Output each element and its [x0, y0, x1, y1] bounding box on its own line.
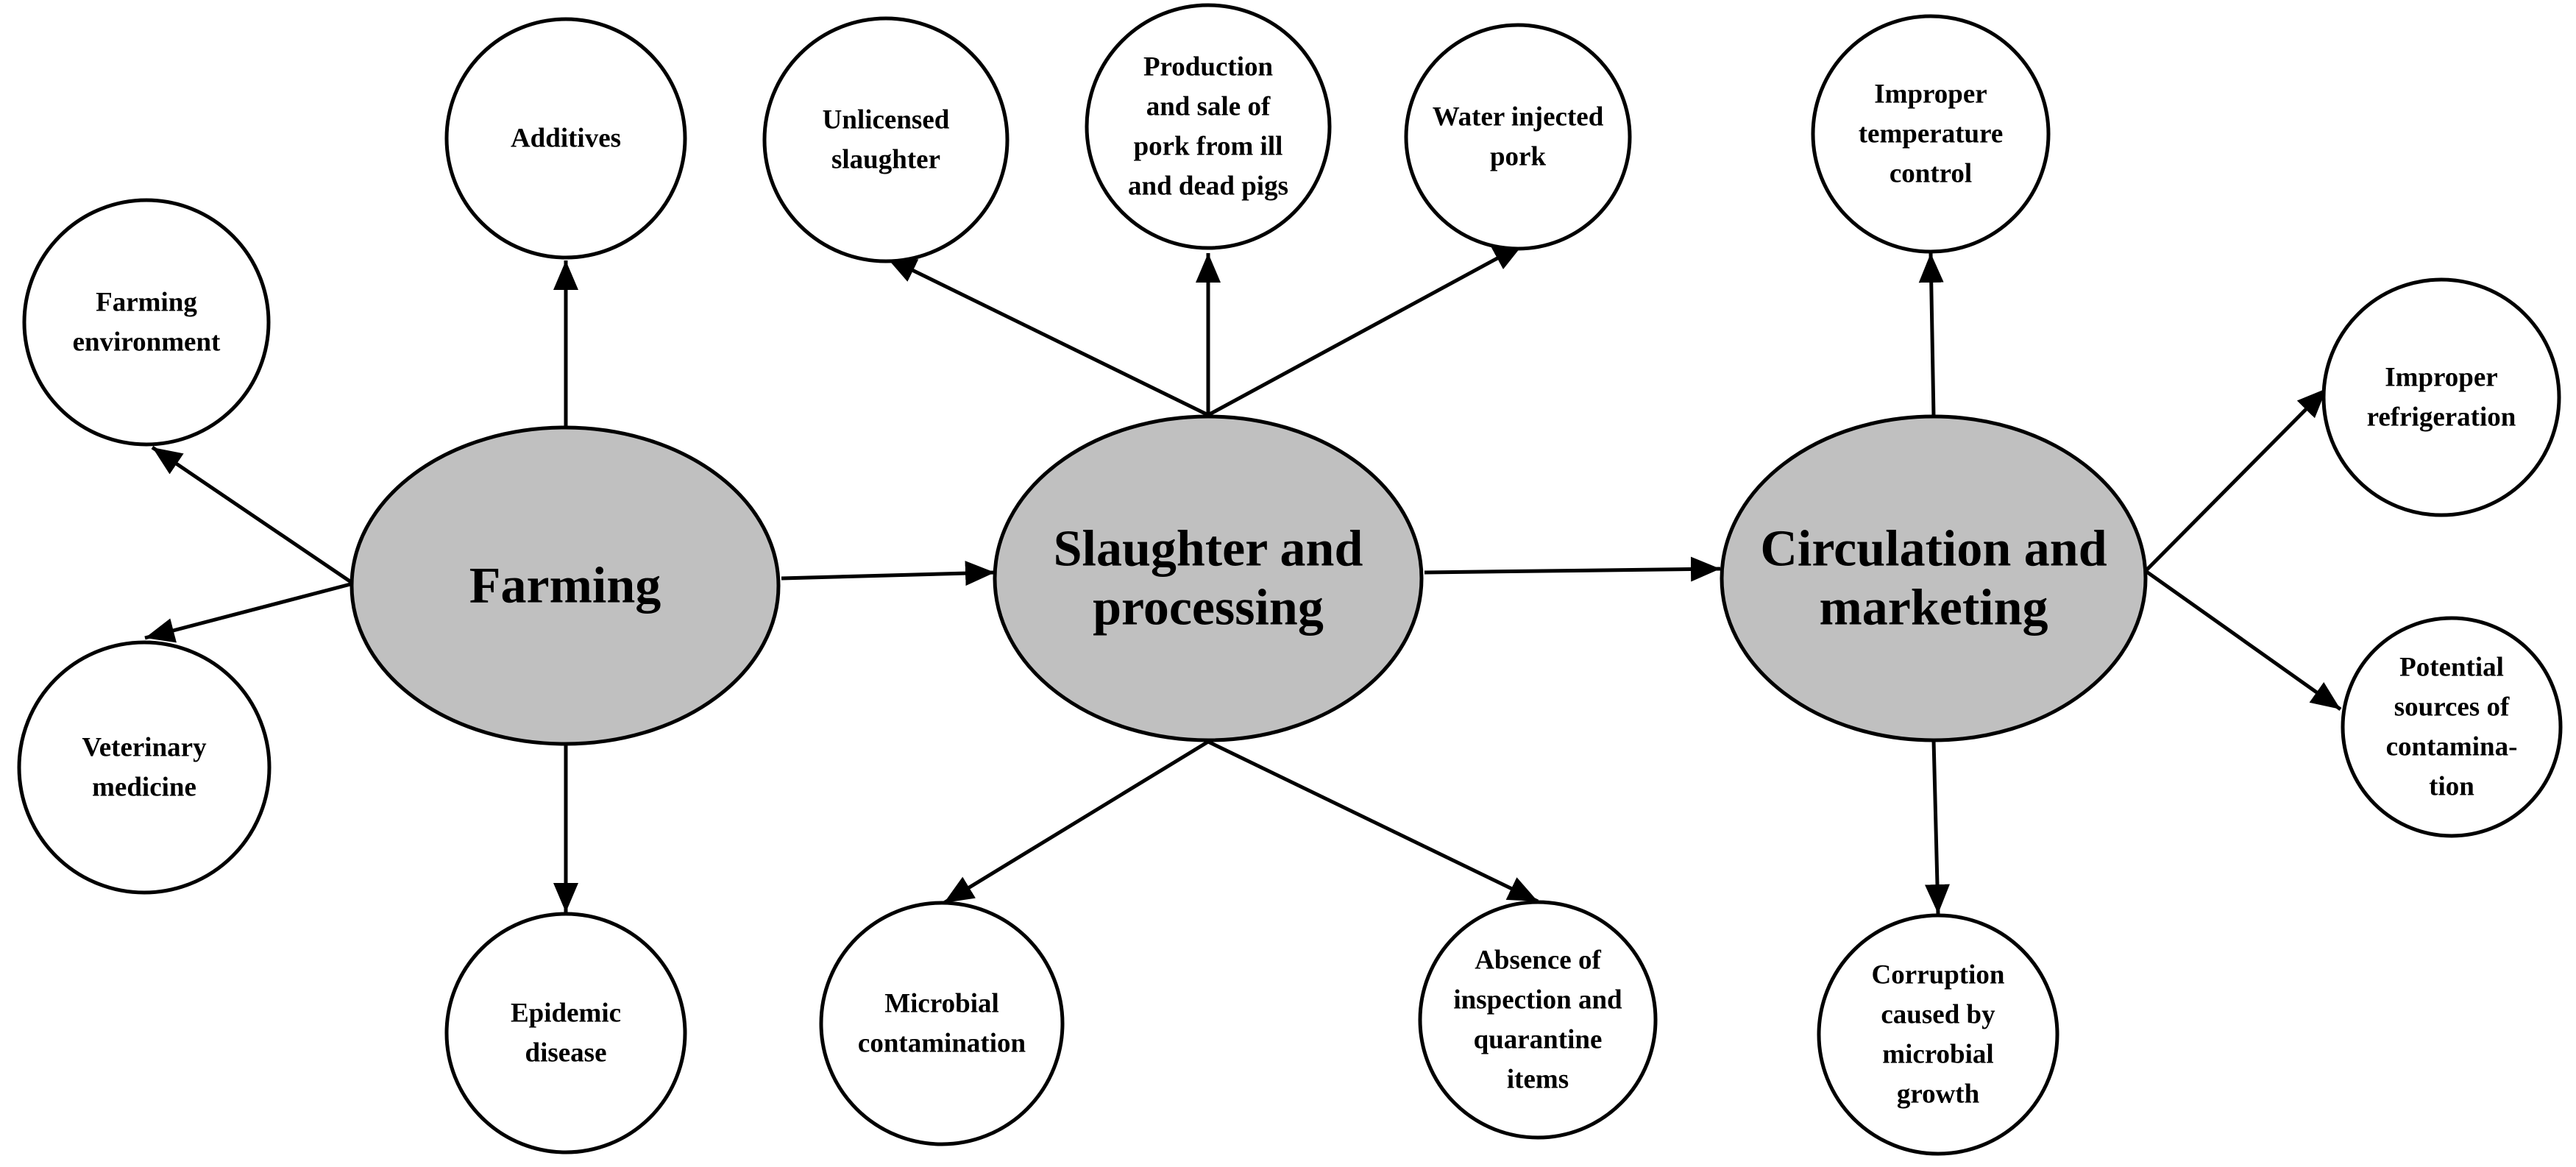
node-label-line: Potential: [2399, 653, 2504, 683]
factor-circle: [1811, 14, 2051, 254]
node-label-line: Veterinary: [82, 733, 207, 763]
arrow-slaughter-to-circulation: [1424, 556, 1721, 582]
stage-node-farming: Farming: [350, 425, 781, 746]
factor-circle: [762, 16, 1010, 263]
factor-node-unlicensed-slaughter: Unlicensed slaughter: [762, 16, 1010, 263]
node-label-line: Farming: [96, 288, 197, 318]
factor-circle: [2341, 616, 2563, 838]
factor-node-epidemic-disease: Epidemic disease: [444, 912, 687, 1154]
node-label-line: Improper: [1874, 79, 1987, 110]
node-label-line: Absence of: [1475, 946, 1601, 976]
factor-circle: [444, 17, 687, 260]
factor-node-improper-temperature-control: Improper temperature control: [1811, 14, 2051, 254]
arrow-slaughter-to-microbial-contamination: [943, 739, 1210, 905]
node-label-line: Slaughter and: [1054, 521, 1363, 578]
node-label-line: Unlicensed: [823, 105, 950, 135]
arrow-circulation-to-improper-refrigeration: [2144, 387, 2328, 572]
arrow-farming-to-farming-environment: [151, 445, 355, 586]
arrow-circulation-to-improper-temperature-control: [1918, 252, 1944, 417]
node-label-line: temperature: [1859, 119, 2004, 149]
factor-circle: [1418, 900, 1658, 1140]
node-label-line: and sale of: [1146, 92, 1271, 122]
arrow-farming-to-veterinary-medicine: [144, 581, 354, 643]
node-label-line: Water injected: [1433, 102, 1604, 132]
stage-ellipse: [993, 414, 1424, 742]
node-label-line: Additives: [511, 124, 621, 154]
node-label-line: sources of: [2394, 692, 2510, 723]
factor-node-additives: Additives: [444, 17, 687, 260]
node-label-line: inspection and: [1453, 985, 1622, 1015]
arrow-slaughter-to-absence-of-inspection: [1207, 739, 1539, 904]
node-label-line: refrigeration: [2367, 402, 2516, 433]
arrow-circulation-to-corruption-microbial-growth: [1924, 739, 1950, 915]
factor-node-microbial-contamination: Microbial contamination: [819, 901, 1065, 1146]
node-label-line: Improper: [2385, 363, 2497, 393]
factor-node-potential-sources-of-contamination: Potential sources of contamina-tion: [2341, 616, 2563, 838]
node-label-line: quarantine: [1474, 1025, 1603, 1055]
node-label-line: growth: [1897, 1079, 1980, 1110]
node-label-line: tion: [2429, 772, 2474, 802]
node-label-line: caused by: [1881, 1000, 1995, 1030]
factor-node-absence-of-inspection: Absence of inspection and quarantine items: [1418, 900, 1658, 1140]
node-label-line: environment: [73, 327, 221, 358]
node-label-line: Corruption: [1872, 960, 2005, 990]
node-label-line: Farming: [469, 558, 661, 614]
node-label-line: contamination: [858, 1029, 1026, 1059]
node-label-line: items: [1507, 1065, 1569, 1095]
node-label-line: Epidemic: [511, 998, 621, 1029]
connectors: [144, 242, 2342, 915]
node-label-line: Microbial: [884, 989, 999, 1019]
factor-node-farming-environment: Farming environment: [22, 198, 271, 447]
factor-node-improper-refrigeration: Improper refrigeration: [2321, 277, 2561, 517]
node-label-line: pork: [1490, 142, 1547, 172]
stage-ellipse: [350, 425, 781, 746]
node-label-line: Production: [1143, 52, 1274, 82]
arrow-slaughter-to-water-injected-pork: [1207, 242, 1525, 417]
factor-circle: [2321, 277, 2561, 517]
factor-circle: [22, 198, 271, 447]
node-label-line: processing: [1093, 580, 1324, 636]
node-label-line: slaughter: [831, 145, 940, 175]
node-label-line: disease: [525, 1038, 607, 1068]
node-label-line: contamina-: [2386, 732, 2518, 762]
node-label-line: and dead pigs: [1128, 171, 1288, 202]
node-label-line: Circulation and: [1760, 521, 2107, 578]
arrow-slaughter-to-unlicensed-slaughter: [885, 255, 1210, 417]
arrow-circulation-to-potential-sources-of-contamination: [2144, 569, 2342, 712]
factor-node-corruption-microbial-growth: Corruption caused by microbial growth: [1817, 913, 2059, 1156]
stage-ellipse: [1720, 414, 2148, 742]
factor-circle: [819, 901, 1065, 1146]
factor-circle: [1404, 23, 1632, 251]
node-label-line: marketing: [1819, 580, 2048, 636]
node-label-line: microbial: [1882, 1040, 1993, 1070]
factor-circle: [1085, 3, 1332, 250]
factor-circle: [17, 640, 272, 895]
arrow-farming-to-slaughter: [781, 561, 996, 586]
factor-node-water-injected-pork: Water injected pork: [1404, 23, 1632, 251]
factor-circle: [444, 912, 687, 1154]
node-label-line: medicine: [92, 773, 196, 803]
factor-circle: [1817, 913, 2059, 1156]
node-label-line: pork from ill: [1134, 132, 1283, 162]
factor-node-veterinary-medicine: Veterinary medicine: [17, 640, 272, 895]
node-label-line: control: [1890, 159, 1972, 189]
factor-node-ill-dead-pigs: Production and sale of pork from ill and de…: [1085, 3, 1332, 250]
